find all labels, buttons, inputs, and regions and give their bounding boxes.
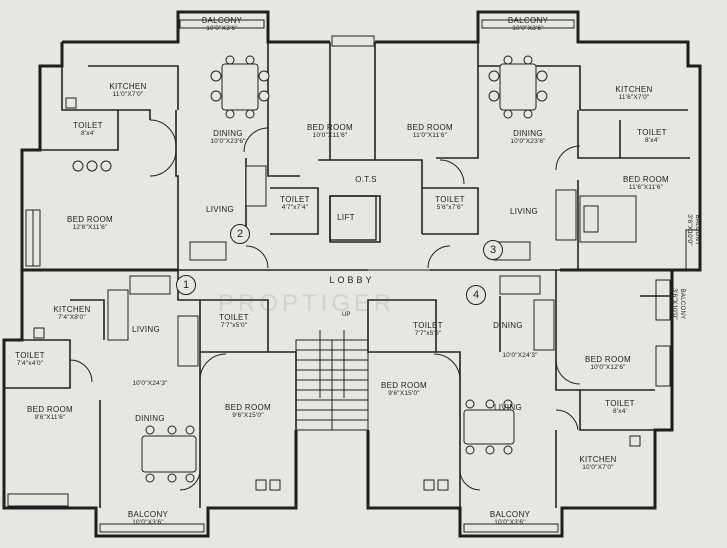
windows	[7, 19, 701, 533]
unit-number-2: 2	[230, 224, 250, 244]
room-label-living-tr: LIVING	[509, 207, 539, 216]
room-label-ots: O.T.S	[355, 175, 377, 184]
stair-up-label: UP	[342, 312, 351, 318]
room-label-lobby: LOBBY	[329, 275, 375, 285]
room-label-dining-br-dim: 10'0"X24'3"	[502, 352, 538, 359]
unit-number-1: 1	[176, 275, 196, 295]
door-swings	[69, 119, 581, 491]
lift-shaft	[296, 195, 377, 271]
room-label-living-bl: LIVING	[131, 325, 161, 334]
unit-number-4: 4	[466, 285, 486, 305]
room-label-dining-bl: DINING	[135, 414, 165, 423]
room-label-living-br: LIVING	[493, 403, 523, 412]
room-label-living-tl: LIVING	[205, 205, 235, 214]
room-label-lift: LIFT	[337, 213, 355, 222]
unit-number-3: 3	[483, 240, 503, 260]
furniture	[33, 55, 641, 491]
room-label-dining-bl-dim: 10'0"X24'3"	[132, 380, 168, 387]
watermark: PROPTIGER	[218, 290, 396, 317]
room-label-dining-br: DINING	[493, 321, 523, 330]
staircase	[295, 330, 369, 431]
